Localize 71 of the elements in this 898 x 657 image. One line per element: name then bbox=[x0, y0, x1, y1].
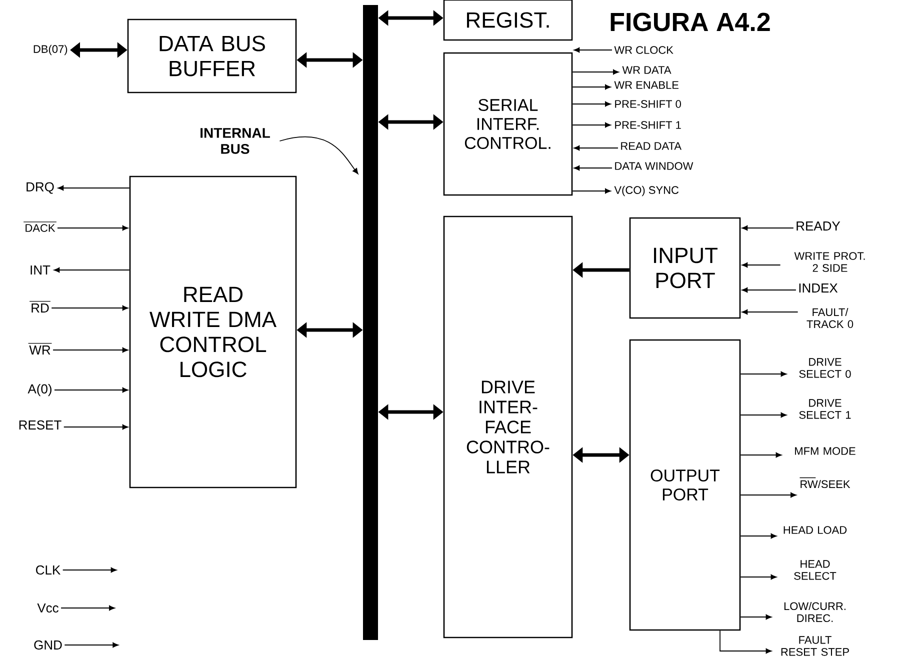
process-box: SERIAL INTERF. CONTROL. bbox=[443, 52, 573, 196]
pin-label: FAULT RESET STEP bbox=[781, 636, 849, 656]
arrow bbox=[572, 69, 619, 75]
pin-label: A(0) bbox=[28, 384, 52, 396]
arrow bbox=[57, 225, 128, 231]
process-box: READ WRITE DMA CONTROL LOGIC bbox=[129, 176, 297, 488]
pin-label: READY bbox=[796, 222, 840, 230]
arrow bbox=[740, 452, 782, 458]
pin-label: HEAD LOAD bbox=[784, 526, 847, 534]
pin-label: FAULT/ TRACK 0 bbox=[806, 308, 854, 328]
pin-label: INT bbox=[30, 266, 50, 274]
pin-label: MFM MODE bbox=[795, 447, 856, 455]
process-box: INPUT PORT bbox=[629, 217, 741, 319]
arrow bbox=[58, 185, 130, 191]
arrow bbox=[720, 630, 772, 654]
arrow bbox=[574, 145, 618, 151]
process-box: OUTPUT PORT bbox=[629, 339, 741, 631]
pin-label: Vcc bbox=[37, 603, 58, 613]
pin-label: RW/SEEK bbox=[799, 477, 850, 488]
arrow bbox=[740, 371, 787, 377]
pin-label: DRQ bbox=[26, 182, 54, 194]
pin-label: RESET bbox=[19, 420, 62, 430]
arrow bbox=[64, 642, 118, 648]
arrow bbox=[572, 122, 611, 128]
arrow bbox=[742, 309, 798, 315]
pin-label: DACK bbox=[23, 222, 57, 232]
pin-label: WR CLOCK bbox=[614, 46, 674, 54]
pin-label: PRE-SHIFT 1 bbox=[615, 121, 681, 129]
arrow bbox=[740, 492, 796, 498]
pin-label: V(CO) SYNC bbox=[614, 186, 679, 196]
arrow bbox=[742, 262, 781, 268]
pin-label: GND bbox=[34, 640, 62, 650]
arrow bbox=[742, 287, 796, 293]
pin-label: READ DATA bbox=[621, 142, 682, 150]
pin-label: DATA WINDOW bbox=[615, 162, 694, 170]
arrow bbox=[62, 567, 117, 573]
pin-label: WRITE PROT. 2 SIDE bbox=[794, 252, 865, 272]
process-box: DRIVE INTER- FACE CONTRO- LLER bbox=[443, 216, 573, 638]
bus-label: INTERNAL BUS bbox=[200, 128, 270, 154]
pin-label: CLK bbox=[36, 565, 60, 575]
pin-label: HEAD SELECT bbox=[794, 560, 836, 580]
pin-label: WR DATA bbox=[622, 66, 672, 74]
arrow bbox=[742, 225, 794, 231]
arrow bbox=[63, 424, 128, 430]
process-box: DATA BUS BUFFER bbox=[127, 18, 297, 94]
arrow bbox=[574, 47, 612, 53]
pin-label: WR ENABLE bbox=[614, 81, 678, 89]
title: FIGURA A4.2 bbox=[610, 12, 770, 32]
arrow bbox=[52, 347, 128, 353]
arrow bbox=[572, 84, 611, 90]
arrow bbox=[740, 533, 777, 539]
pin-label: LOW/CURR. DIREC. bbox=[784, 602, 846, 622]
arrow bbox=[740, 412, 787, 418]
pin-label: INDEX bbox=[799, 284, 838, 292]
pin-label: WR bbox=[28, 342, 52, 354]
arrow bbox=[60, 605, 115, 611]
arrow bbox=[572, 101, 611, 107]
pin-label: DRIVE SELECT 0 bbox=[799, 358, 851, 378]
arrow bbox=[572, 188, 611, 194]
process-box: REGIST. bbox=[443, 0, 573, 41]
arrow bbox=[740, 614, 772, 620]
arrow bbox=[54, 387, 128, 393]
arrow bbox=[574, 165, 612, 171]
pin-label: PRE-SHIFT 0 bbox=[615, 100, 681, 108]
arrow bbox=[740, 574, 777, 580]
pin-label: DRIVE SELECT 1 bbox=[799, 399, 851, 419]
arrow bbox=[51, 305, 128, 311]
leader-line bbox=[279, 136, 358, 174]
arrow bbox=[54, 267, 130, 273]
pin-label: RD bbox=[29, 300, 51, 312]
pin-label: DB(07) bbox=[34, 44, 68, 56]
